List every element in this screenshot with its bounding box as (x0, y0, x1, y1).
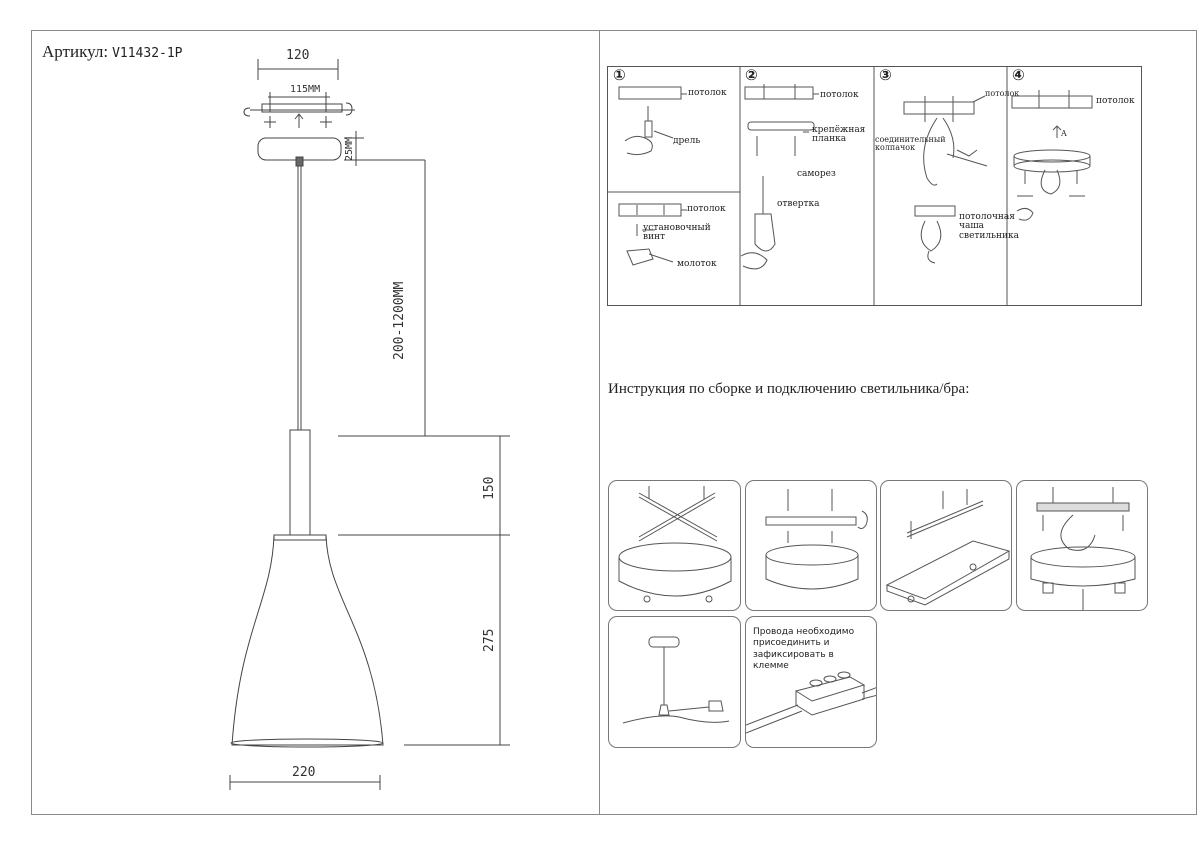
assembly-panel-5 (608, 616, 741, 748)
panel-3-drawing (885, 489, 1011, 606)
step-3-number: ③ (879, 66, 892, 84)
instruction-title: Инструкция по сборке и подключению свети… (608, 381, 970, 397)
step2-screwdriver-label: отвертка (777, 199, 820, 209)
assembly-panel-2 (745, 480, 877, 611)
shade-width-dim: 220 (292, 765, 316, 780)
step-1-number: ① (613, 66, 626, 84)
step4-arrow-label: A (1061, 129, 1067, 138)
assembly-panel-3 (880, 480, 1012, 611)
panel-2-drawing (765, 489, 868, 590)
step3-ceiling-label: потолок (985, 89, 1020, 98)
wiring-note: Провода необходимо присоединить и зафикс… (753, 627, 855, 671)
cord-length-dim: 200-1200MM (392, 281, 407, 360)
panel-4-drawing (1030, 487, 1136, 610)
step-2-number: ② (745, 66, 758, 84)
step1-ceiling2-label: потолок (687, 204, 726, 214)
panel-1-drawing (618, 486, 732, 603)
mount-spacing-dim: 115MM (290, 84, 321, 95)
step1-drill-label: дрель (673, 136, 701, 146)
holder-height-dim: 150 (482, 476, 497, 500)
step3-cap-label: соединительный колпачок (875, 135, 946, 153)
article-number: V11432-1P (112, 46, 183, 61)
step-4-number: ④ (1012, 66, 1025, 84)
canopy-width-dim: 120 (286, 48, 310, 63)
drawing-frame (31, 30, 1197, 815)
canopy-height-dim: 25MM (344, 136, 355, 161)
article-caption: Артикул: (42, 42, 109, 61)
installation-steps: ① ② ③ ④ потолок дрель потолок установочн… (607, 66, 1142, 306)
step2-ceiling-label: потолок (820, 90, 859, 100)
step1-ceiling-label: потолок (688, 88, 727, 98)
sheet-divider (599, 30, 600, 815)
terminal-block-drawing (746, 671, 876, 734)
step2-selftap-label: саморез (797, 169, 836, 179)
panel-5-drawing (622, 636, 730, 724)
assembly-panel-1 (608, 480, 741, 611)
step3-cup-label: потолочная чаша светильника (959, 212, 1020, 241)
lamp-drawing (229, 59, 510, 790)
steps-grid (607, 66, 1142, 306)
step1-hammer-label: молоток (677, 259, 717, 269)
assembly-panel-4 (1016, 480, 1148, 611)
step1-screw-label: установочный винт (643, 223, 711, 243)
step4-ceiling-label: потолок (1096, 96, 1135, 106)
assembly-panel-6: Провода необходимо присоединить и зафикс… (745, 616, 877, 748)
step2-bracket-label: крепёжная планка (812, 125, 866, 145)
article-label: Артикул:V11432-1P (42, 42, 183, 62)
shade-height-dim: 275 (482, 628, 497, 652)
